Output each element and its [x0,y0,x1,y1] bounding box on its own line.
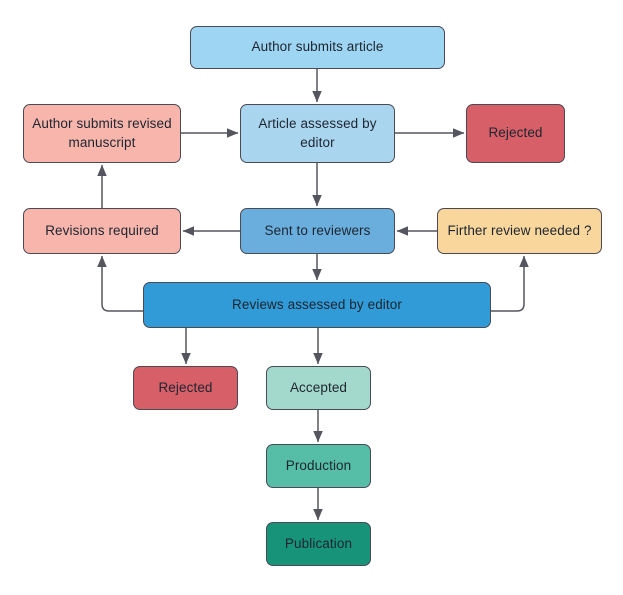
node-label: Rejected [488,125,543,141]
node-label: Accepted [289,379,348,395]
node-reviews-assessed-by-editor[interactable]: Reviews assessed by editor [143,282,491,328]
node-production[interactable]: Production [266,444,371,488]
node-accepted[interactable]: Accepted [266,366,371,410]
node-label: Sent to reviewers [264,222,371,238]
node-label: Reviews assessed by editor [232,296,402,312]
node-sent-to-reviewers[interactable]: Sent to reviewers [240,208,395,254]
node-label: Article assessed by editor [258,116,377,150]
node-rejected-editor[interactable]: Rejected [466,104,565,163]
node-rejected-reviews[interactable]: Rejected [133,366,238,410]
edge-reviews-assessed-to-revisions [97,255,143,312]
node-label: Author submits article [251,39,384,55]
node-label: Rejected [158,379,213,395]
node-revisions-required[interactable]: Revisions required [23,208,181,254]
node-author-submits-article[interactable]: Author submits article [190,26,445,69]
node-further-review-needed[interactable]: Firther review needed ? [437,208,602,254]
node-publication[interactable]: Publication [266,522,371,566]
node-label: Author submits revised manuscript [32,116,172,150]
node-label: Publication [284,535,353,551]
edge-reviews-assessed-to-further [491,255,529,312]
node-article-assessed-by-editor[interactable]: Article assessed by editor [240,104,395,163]
node-label: Firther review needed ? [447,222,592,238]
node-author-submits-revised-manuscript[interactable]: Author submits revised manuscript [23,104,181,163]
node-label: Revisions required [45,222,159,238]
node-label: Production [285,457,352,473]
